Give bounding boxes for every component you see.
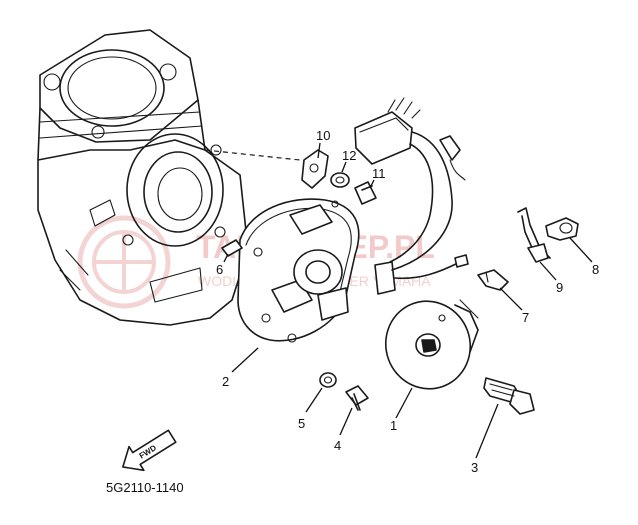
rotor-part-1 bbox=[384, 299, 479, 390]
clamp-part-7 bbox=[477, 269, 509, 291]
wiring-harness bbox=[354, 97, 469, 280]
washer-part-5 bbox=[319, 372, 337, 388]
callout-8: 8 bbox=[592, 262, 599, 277]
callout-2: 2 bbox=[222, 374, 229, 389]
callout-4: 4 bbox=[334, 438, 341, 453]
diagram-code: 5G2110-1140 bbox=[106, 480, 184, 495]
callout-11: 11 bbox=[372, 166, 386, 181]
stator-plate bbox=[237, 198, 396, 343]
callout-12: 12 bbox=[342, 148, 356, 163]
crankcase-outline bbox=[37, 29, 301, 326]
washer-part-12 bbox=[330, 172, 350, 188]
pin-part-6 bbox=[221, 239, 243, 257]
callout-1: 1 bbox=[390, 418, 397, 433]
forward-arrow: FWD bbox=[122, 429, 177, 472]
callout-7: 7 bbox=[522, 310, 529, 325]
callout-3: 3 bbox=[471, 460, 478, 475]
clip-part-8 bbox=[545, 217, 579, 241]
bolt-part-3 bbox=[483, 377, 535, 415]
callout-10: 10 bbox=[316, 128, 330, 143]
bracket-part-9 bbox=[517, 207, 551, 263]
screw-part-11 bbox=[354, 181, 377, 205]
callout-numbers: 10 12 11 6 2 5 4 1 3 7 9 8 bbox=[216, 128, 599, 475]
callout-6: 6 bbox=[216, 262, 223, 277]
screw-part-4 bbox=[345, 385, 369, 411]
watermark-logo bbox=[77, 215, 171, 309]
bracket-part-10 bbox=[301, 149, 329, 189]
callout-9: 9 bbox=[556, 280, 563, 295]
leader-lines bbox=[223, 142, 593, 459]
callout-5: 5 bbox=[298, 416, 305, 431]
